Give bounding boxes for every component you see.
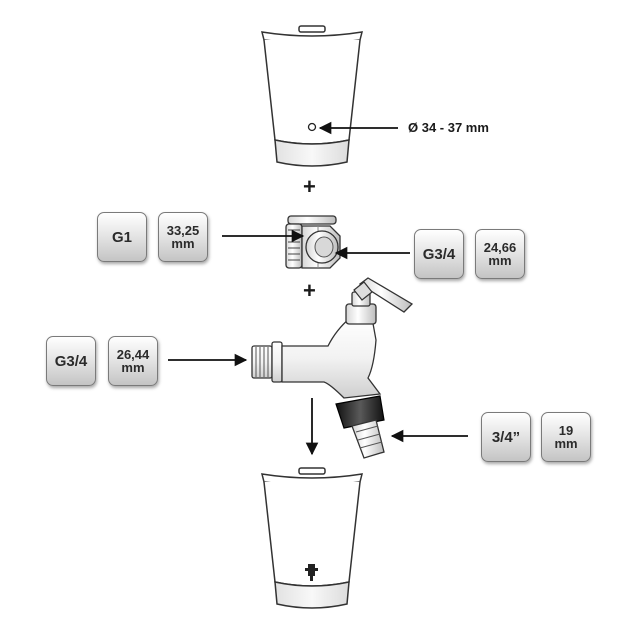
plus-sign-bottom: + — [303, 278, 316, 303]
adapter-left-thread-badge: G1 — [97, 212, 147, 262]
thread-adapter — [285, 215, 341, 269]
tap-outlet-thread-text: 3/4” — [491, 428, 521, 446]
adapter-right-size-value: 24,66 — [483, 240, 517, 255]
adapter-left-thread-text: G1 — [111, 228, 132, 246]
diameter-label: Ø 34 - 37 mm — [408, 120, 489, 135]
adapter-right-size-unit: mm — [488, 253, 512, 268]
adapter-left-size-badge: 33,25 mm — [158, 212, 208, 262]
tap-inlet-size-stack: 26,44 mm — [117, 348, 150, 374]
mini-tap-icon — [305, 564, 318, 581]
tap-outlet-size-value: 19 — [558, 423, 574, 438]
adapter-left-size-stack: 33,25 mm — [167, 224, 200, 250]
bottom-rain-barrel — [260, 467, 364, 609]
tap-outlet-size-badge: 19 mm — [541, 412, 591, 462]
top-rain-barrel — [260, 25, 364, 167]
tap-inlet-size-value: 26,44 — [116, 347, 150, 362]
tap-inlet-thread-text: G3/4 — [54, 352, 88, 370]
tap-outlet-size-stack: 19 mm — [554, 424, 577, 450]
plus-sign-top: + — [303, 174, 316, 199]
outdoor-tap — [251, 277, 414, 459]
adapter-left-size-value: 33,25 — [166, 223, 200, 238]
tap-inlet-size-badge: 26,44 mm — [108, 336, 158, 386]
tap-outlet-size-unit: mm — [554, 436, 578, 451]
adapter-right-size-stack: 24,66 mm — [484, 241, 517, 267]
adapter-right-size-badge: 24,66 mm — [475, 229, 525, 279]
adapter-right-thread-badge: G3/4 — [414, 229, 464, 279]
tap-inlet-thread-badge: G3/4 — [46, 336, 96, 386]
tap-inlet-size-unit: mm — [121, 360, 145, 375]
drill-hole-marker — [307, 122, 317, 132]
tap-outlet-thread-badge: 3/4” — [481, 412, 531, 462]
adapter-left-size-unit: mm — [171, 236, 195, 251]
adapter-right-thread-text: G3/4 — [422, 245, 456, 263]
